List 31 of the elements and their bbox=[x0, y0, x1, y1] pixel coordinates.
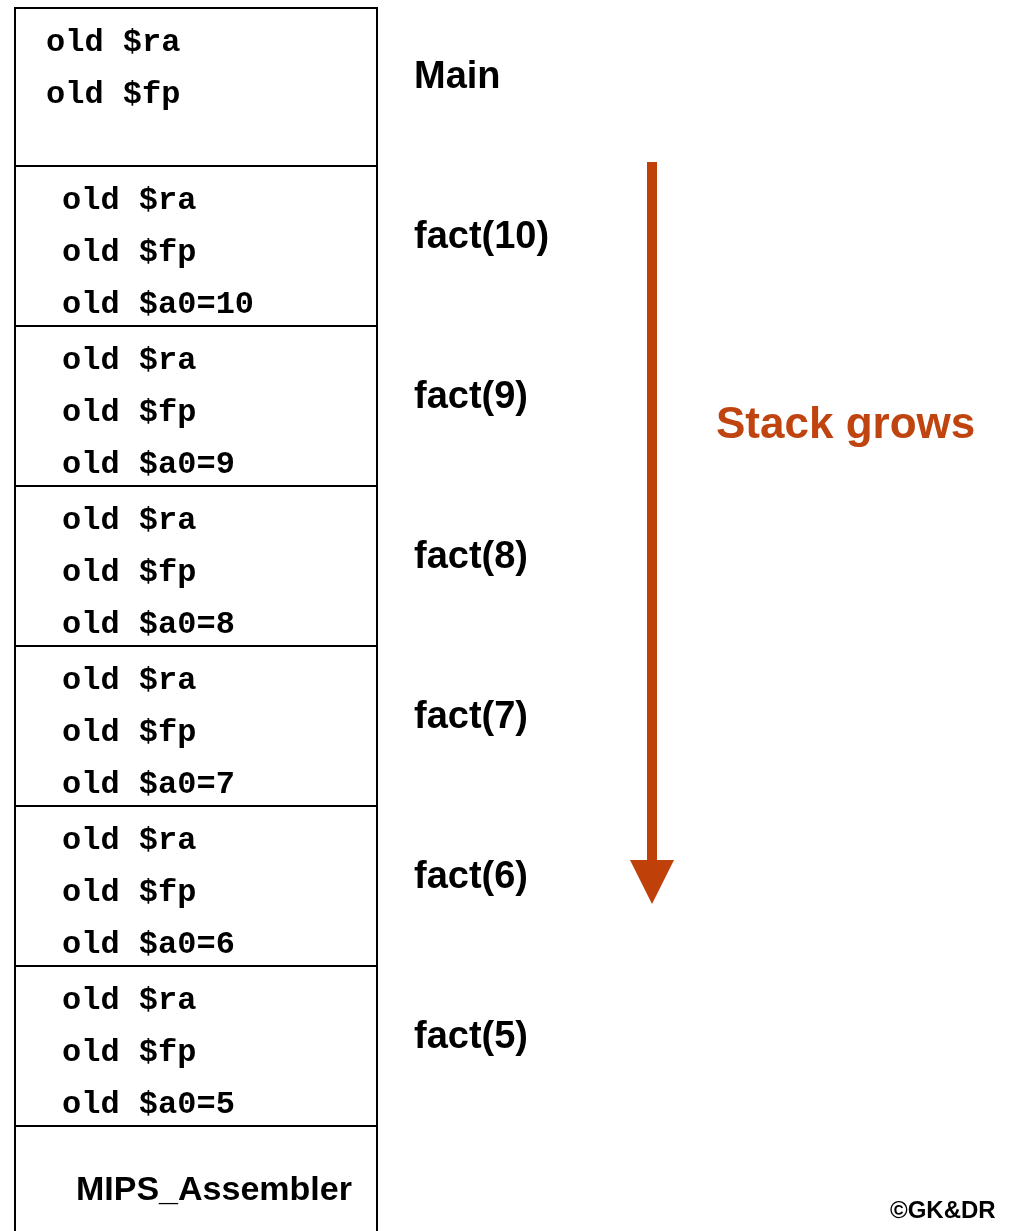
stack-entry: old $ra bbox=[62, 983, 197, 1019]
stack-entry: old $a0=10 bbox=[62, 287, 255, 323]
frame-label: Main bbox=[414, 53, 501, 97]
frame-label: fact(7) bbox=[414, 693, 529, 737]
stack-entry: old $a0=7 bbox=[62, 767, 235, 803]
stack-entry: old $ra bbox=[62, 183, 197, 219]
footer-text: MIPS_Assembler bbox=[76, 1169, 352, 1208]
stack-entry: old $a0=6 bbox=[62, 927, 235, 963]
stack-entry: old $fp bbox=[62, 555, 197, 591]
copyright-note: ©GK&DR bbox=[890, 1196, 996, 1224]
stack-entry: old $a0=8 bbox=[62, 607, 235, 643]
stack-entry: old $fp bbox=[62, 875, 197, 911]
frame-label: fact(8) bbox=[414, 533, 529, 577]
stack-entry: old $fp bbox=[62, 395, 197, 431]
stack-entry: old $ra bbox=[62, 503, 197, 539]
stack-entry: old $ra bbox=[62, 663, 197, 699]
stack-frame bbox=[14, 1125, 378, 1231]
stack-entry: old $ra bbox=[46, 25, 181, 61]
frame-label: fact(5) bbox=[414, 1013, 529, 1057]
stack-entry: old $fp bbox=[62, 715, 197, 751]
axis-label: Stack grows bbox=[716, 398, 976, 448]
stack-entry: old $a0=5 bbox=[62, 1087, 235, 1123]
frame-label: fact(10) bbox=[414, 213, 550, 257]
stack-entry: old $ra bbox=[62, 343, 197, 379]
frame-label: fact(6) bbox=[414, 853, 529, 897]
frame-label: fact(9) bbox=[414, 373, 529, 417]
stack-entry: old $fp bbox=[46, 77, 181, 113]
stack-entry: old $fp bbox=[62, 235, 197, 271]
stack-entry: old $fp bbox=[62, 1035, 197, 1071]
stack-entry: old $ra bbox=[62, 823, 197, 859]
stack-entry: old $a0=9 bbox=[62, 447, 235, 483]
